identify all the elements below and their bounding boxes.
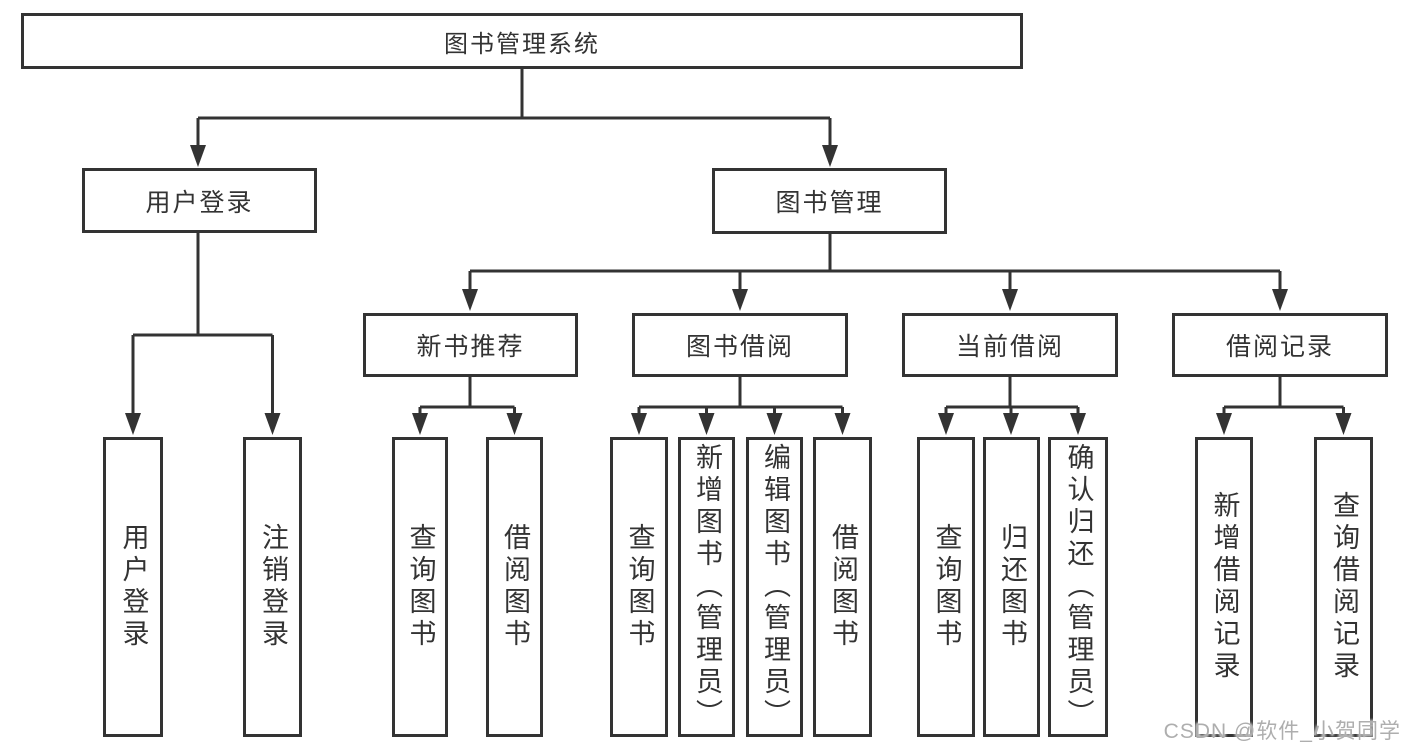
node-borrow-records: 借阅记录 xyxy=(1172,313,1388,377)
leaf-add-borrow-record: 新增借阅记录 xyxy=(1195,437,1253,737)
leaf-logout-label: 注销登录 xyxy=(258,523,288,651)
leaf-query-books-borrowing-label: 查询图书 xyxy=(624,523,655,651)
leaf-return-books-label: 归还图书 xyxy=(997,523,1027,651)
leaf-return-books: 归还图书 xyxy=(983,437,1040,737)
node-current-borrowing: 当前借阅 xyxy=(902,313,1118,377)
leaf-add-borrow-record-label: 新增借阅记录 xyxy=(1209,491,1240,683)
node-new-book-recommend: 新书推荐 xyxy=(363,313,578,377)
leaf-borrow-books-recommend-label: 借阅图书 xyxy=(500,523,530,651)
leaf-borrow-books-borrowing-label: 借阅图书 xyxy=(828,523,858,651)
leaf-query-books-recommend-label: 查询图书 xyxy=(405,523,436,651)
node-book-management: 图书管理 xyxy=(712,168,947,234)
leaf-query-books-borrowing: 查询图书 xyxy=(610,437,668,737)
leaf-query-borrow-record-label: 查询借阅记录 xyxy=(1329,491,1359,683)
leaf-edit-book-admin: 编辑图书（管理员） xyxy=(746,437,803,737)
leaf-borrow-books-borrowing: 借阅图书 xyxy=(813,437,872,737)
leaf-user-login: 用户登录 xyxy=(103,437,163,737)
leaf-logout: 注销登录 xyxy=(243,437,302,737)
leaf-edit-book-admin-label: 编辑图书（管理员） xyxy=(760,443,790,731)
leaf-query-books-recommend: 查询图书 xyxy=(392,437,448,737)
leaf-user-login-label: 用户登录 xyxy=(118,523,149,651)
leaf-query-books-current: 查询图书 xyxy=(917,437,975,737)
node-library-system: 图书管理系统 xyxy=(21,13,1023,69)
leaf-confirm-return-admin: 确认归还（管理员） xyxy=(1048,437,1108,737)
node-book-borrowing: 图书借阅 xyxy=(632,313,848,377)
leaf-borrow-books-recommend: 借阅图书 xyxy=(486,437,543,737)
leaf-query-borrow-record: 查询借阅记录 xyxy=(1314,437,1373,737)
leaf-add-book-admin: 新增图书（管理员） xyxy=(678,437,735,737)
node-user-login: 用户登录 xyxy=(82,168,317,233)
leaf-query-books-current-label: 查询图书 xyxy=(931,523,962,651)
leaf-add-book-admin-label: 新增图书（管理员） xyxy=(692,443,722,731)
watermark: CSDN @软件_小贺同学 xyxy=(1163,720,1401,743)
leaf-confirm-return-admin-label: 确认归还（管理员） xyxy=(1063,443,1094,731)
